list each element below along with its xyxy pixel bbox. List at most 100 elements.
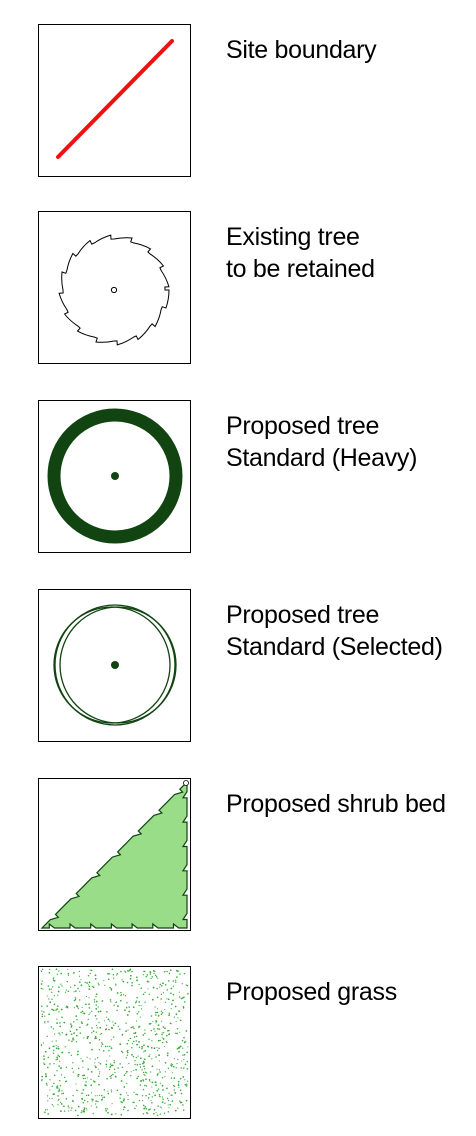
- grass-dot: [119, 1097, 121, 1099]
- grass-dot: [104, 1045, 107, 1048]
- grass-dot: [56, 1022, 58, 1024]
- grass-dot: [164, 1008, 166, 1010]
- grass-dot: [74, 1109, 77, 1112]
- grass-dot: [98, 1062, 100, 1064]
- grass-dot: [110, 1001, 112, 1003]
- grass-dot: [169, 1022, 171, 1024]
- grass-dot: [145, 975, 148, 978]
- grass-dot: [168, 972, 171, 975]
- grass-dot: [57, 994, 59, 996]
- grass-dot: [164, 1076, 166, 1078]
- grass-dot: [63, 1110, 66, 1112]
- grass-dot: [161, 1033, 163, 1036]
- grass-dot: [172, 1065, 175, 1068]
- grass-dot: [46, 1095, 49, 1097]
- grass-dot: [122, 1033, 124, 1036]
- grass-dot: [144, 1074, 146, 1077]
- grass-dot: [175, 1067, 177, 1069]
- grass-dot: [157, 1049, 159, 1052]
- grass-dot: [82, 1110, 84, 1113]
- grass-dot: [103, 1089, 106, 1091]
- grass-dot: [150, 1022, 152, 1025]
- grass-dot: [109, 1045, 111, 1048]
- proposed-tree-selected-trunk-dot: [111, 661, 119, 669]
- grass-dot: [182, 1076, 185, 1078]
- grass-dot: [91, 1010, 93, 1013]
- grass-dot: [168, 1092, 170, 1094]
- grass-dot: [143, 1058, 146, 1061]
- grass-dot: [129, 968, 132, 971]
- grass-dot: [149, 973, 151, 975]
- grass-dot: [150, 1099, 152, 1102]
- grass-dot: [81, 1010, 84, 1013]
- grass-dot: [60, 972, 63, 975]
- existing-tree-label-line-2: to be retained: [226, 255, 375, 283]
- grass-dot: [167, 1111, 170, 1113]
- grass-dot: [151, 1040, 153, 1042]
- existing-tree-trunk-marker: [110, 286, 118, 294]
- grass-dot: [49, 1001, 52, 1004]
- grass-dot: [44, 1111, 46, 1114]
- grass-dot: [99, 1062, 102, 1065]
- proposed-tree-heavy-label: Proposed tree Standard (Heavy): [226, 410, 417, 474]
- grass-dot: [164, 1001, 167, 1003]
- grass-dot: [125, 1030, 127, 1032]
- grass-dot: [44, 1050, 47, 1053]
- grass-dot: [92, 1099, 94, 1101]
- grass-dot: [72, 1071, 75, 1073]
- grass-dot: [187, 1080, 189, 1082]
- grass-dot: [139, 1066, 142, 1068]
- grass-dot: [109, 1063, 112, 1065]
- grass-dot: [174, 981, 177, 983]
- grass-dot: [172, 980, 175, 982]
- grass-dot: [68, 1051, 70, 1054]
- grass-dot: [101, 1097, 104, 1099]
- grass-dot: [101, 1042, 103, 1044]
- grass-dot: [184, 1079, 186, 1081]
- grass-dot: [96, 1057, 99, 1059]
- grass-dot: [57, 990, 60, 993]
- grass-dot: [142, 1060, 145, 1062]
- grass-dot: [151, 976, 154, 978]
- grass-dot: [110, 1047, 113, 1049]
- grass-dot: [91, 985, 94, 988]
- grass-dot: [101, 1094, 103, 1097]
- grass-dot: [74, 998, 77, 1001]
- grass-dot: [137, 1075, 140, 1078]
- grass-dot: [159, 1071, 161, 1073]
- grass-dot: [75, 990, 77, 992]
- grass-dot: [184, 1063, 187, 1066]
- grass-dot: [63, 1105, 65, 1108]
- grass-dot: [179, 1101, 182, 1104]
- grass-dot: [46, 1035, 48, 1037]
- grass-dot: [44, 1015, 46, 1017]
- grass-dot: [181, 1039, 184, 1042]
- grass-dot: [47, 1113, 50, 1115]
- grass-dot: [153, 1028, 155, 1030]
- grass-dot: [85, 995, 87, 998]
- grass-dot: [143, 1044, 145, 1047]
- grass-dot: [58, 1088, 60, 1090]
- grass-dot: [173, 1058, 175, 1060]
- grass-dot: [109, 1055, 111, 1057]
- grass-dot: [110, 989, 113, 991]
- grass-dot: [143, 1107, 146, 1110]
- grass-dot: [60, 1074, 63, 1076]
- grass-dot: [186, 1051, 189, 1054]
- grass-dot: [140, 987, 143, 989]
- grass-dot: [177, 1084, 180, 1086]
- grass-dot: [71, 1107, 73, 1109]
- grass-dot: [166, 1042, 168, 1044]
- grass-dot: [60, 1008, 63, 1011]
- grass-dot: [155, 1084, 157, 1086]
- grass-dot: [81, 1098, 84, 1100]
- grass-dot: [160, 998, 162, 1000]
- grass-dot: [183, 1053, 186, 1056]
- grass-dot: [160, 1010, 163, 1012]
- grass-dot: [174, 1092, 177, 1094]
- grass-dot: [170, 1077, 173, 1079]
- grass-dot: [170, 1063, 173, 1065]
- grass-dot: [157, 977, 159, 979]
- grass-dot: [67, 974, 69, 976]
- grass-dot: [47, 1056, 50, 1059]
